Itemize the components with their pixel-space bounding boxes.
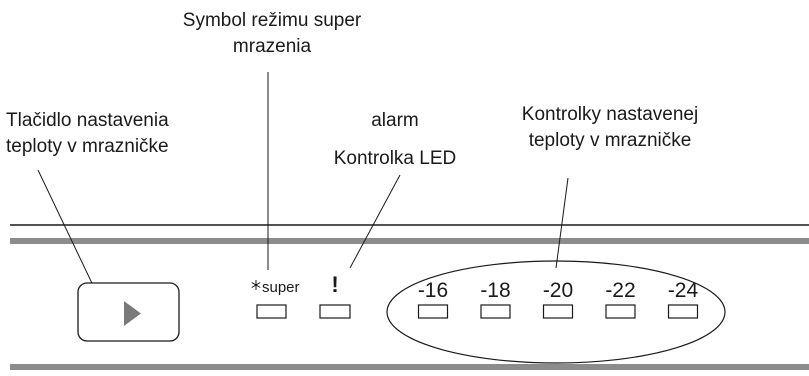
alarm-symbol: ! <box>331 272 338 297</box>
super-mode-led <box>256 304 287 319</box>
panel-top-rail <box>10 238 809 244</box>
temperature-led-minus-20 <box>542 304 574 319</box>
alarm-led <box>319 304 351 319</box>
button-label-line1: Tlačidlo nastavenia <box>6 110 169 131</box>
panel-bottom-rail <box>10 364 809 370</box>
temperature-label-line2: teploty v mrazničke <box>528 130 692 151</box>
snowflake-icon <box>251 280 261 290</box>
temperature-led-minus-22 <box>605 304 636 319</box>
led-label: Kontrolka LED <box>333 148 457 169</box>
leader-line-button <box>37 169 101 301</box>
temperature-label-minus-24: -24 <box>668 279 699 302</box>
super-mode-symbol-label: Symbol režimu super mrazenia <box>162 8 382 60</box>
leader-line-temps <box>555 177 569 269</box>
button-label: Tlačidlo nastavenia teploty v mrazničke <box>6 108 169 160</box>
leader-line-alarm <box>349 174 401 269</box>
temperature-indicators: -16 -18 -20 -22 -24 <box>417 279 699 319</box>
super-mode-label-line2: mrazenia <box>232 36 312 57</box>
temperature-label-minus-16: -16 <box>418 279 448 302</box>
alarm-label: alarm <box>371 110 419 131</box>
temperature-label-minus-22: -22 <box>605 279 635 302</box>
super-mode-text: super <box>262 279 300 296</box>
temperature-label-minus-20: -20 <box>543 279 573 302</box>
play-arrow-icon <box>124 301 141 326</box>
temperature-group-outline <box>386 260 726 364</box>
super-mode-label-line1: Symbol režimu super <box>182 10 362 31</box>
temperature-label-minus-18: -18 <box>480 279 510 302</box>
temperature-label-line1: Kontrolky nastavenej <box>521 104 699 125</box>
temperature-led-minus-16 <box>417 304 449 319</box>
temperature-led-minus-24 <box>667 304 699 319</box>
button-label-line2: teploty v mrazničke <box>6 136 169 157</box>
temperature-indicators-label: Kontrolky nastavenej teploty v mrazničke <box>510 102 710 154</box>
temperature-led-minus-18 <box>480 304 511 319</box>
